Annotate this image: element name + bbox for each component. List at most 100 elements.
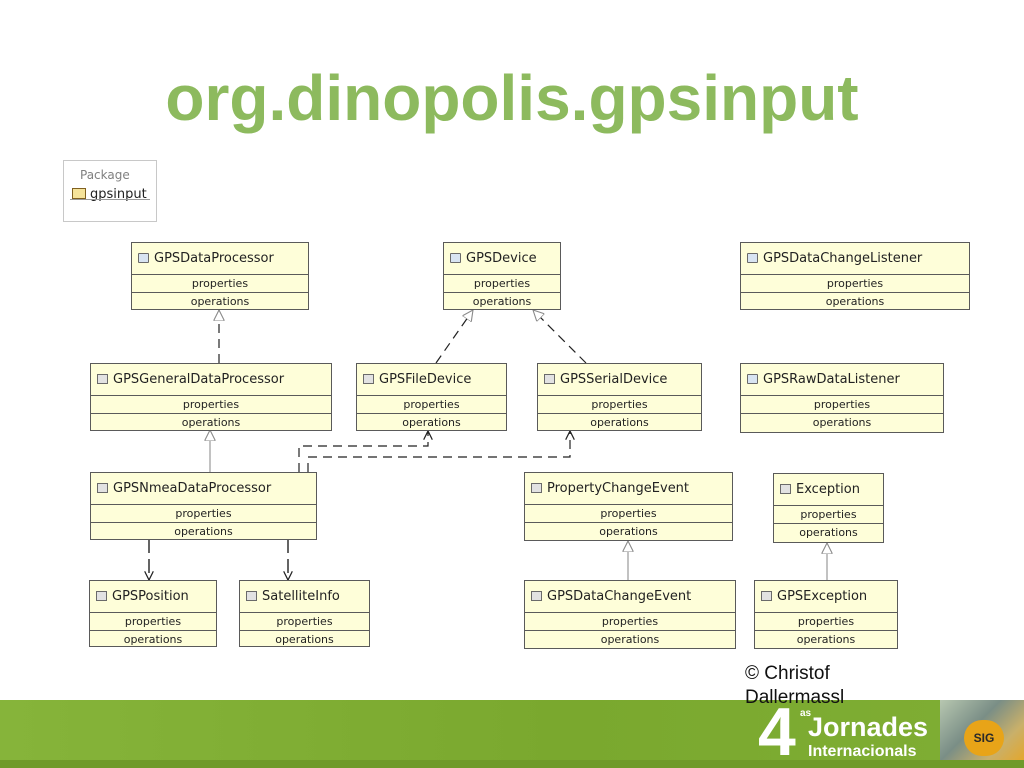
copyright-notice: © Christof Dallermassl (745, 663, 845, 708)
class-name: Exception (796, 482, 860, 497)
class-operations: operations (812, 416, 872, 429)
class-icon (363, 373, 374, 384)
class-box-gpsnmeadataprocessor: GPSNmeaDataProcessor properties operatio… (90, 472, 317, 540)
class-properties: properties (525, 613, 735, 631)
class-properties: properties (525, 505, 732, 523)
folder-icon (72, 188, 86, 199)
class-icon (96, 590, 107, 601)
class-properties: properties (444, 275, 560, 293)
class-operations: operations (174, 525, 233, 538)
class-box-gpsgeneraldataprocessor: GPSGeneralDataProcessor properties opera… (90, 363, 332, 431)
package-label: Package (80, 168, 130, 182)
class-name: GPSNmeaDataProcessor (113, 481, 272, 496)
class-operations: operations (600, 633, 660, 646)
class-header: PropertyChangeEvent (525, 473, 732, 505)
class-box-gpsexception: GPSException properties operations (754, 580, 898, 649)
class-header: GPSNmeaDataProcessor (91, 473, 316, 505)
class-icon (97, 482, 108, 493)
class-operations: operations (181, 416, 241, 429)
class-operations: operations (799, 526, 858, 539)
realization-serial-to-device (533, 310, 587, 364)
package-name: gpsinput (72, 187, 147, 202)
class-operations: operations (590, 416, 649, 429)
class-name: GPSDataProcessor (154, 251, 274, 266)
class-properties: properties (357, 396, 506, 414)
class-name: GPSSerialDevice (560, 372, 668, 387)
package-box: Package gpsinput (63, 160, 157, 222)
class-header: GPSDataProcessor (132, 243, 308, 275)
class-header: GPSException (755, 581, 897, 613)
page-title: org.dinopolis.gpsinput (165, 62, 859, 134)
class-properties: properties (91, 505, 316, 523)
package-name-text: gpsinput (90, 187, 147, 202)
class-operations: operations (402, 416, 461, 429)
dependency-nmea-to-file (298, 431, 428, 472)
class-name: GPSPosition (112, 589, 189, 604)
class-icon (531, 590, 542, 601)
class-properties: properties (741, 275, 969, 293)
class-box-gpsserialdevice: GPSSerialDevice properties operations (537, 363, 702, 431)
interface-icon (747, 252, 758, 263)
package-rule (70, 199, 150, 200)
class-header: GPSSerialDevice (538, 364, 701, 396)
class-icon (780, 483, 791, 494)
class-header: GPSFileDevice (357, 364, 506, 396)
class-name: GPSGeneralDataProcessor (113, 372, 285, 387)
class-name: SatelliteInfo (262, 589, 340, 604)
class-name: GPSDataChangeEvent (547, 589, 692, 604)
logo-line2: Internacionals (808, 743, 917, 760)
class-header: GPSDataChangeListener (741, 243, 969, 275)
interface-icon (747, 373, 758, 384)
class-box-satelliteinfo: SatelliteInfo properties operations (239, 580, 370, 647)
sig-badge: SIG (964, 720, 1004, 756)
logo-superscript: as (800, 708, 812, 719)
class-properties: properties (90, 613, 216, 631)
class-properties: properties (741, 396, 943, 414)
realization-file-to-device (435, 310, 473, 364)
class-box-gpsdevice: GPSDevice properties operations (443, 242, 561, 310)
class-box-gpsrawdatalistener: GPSRawDataListener properties operations (740, 363, 944, 433)
class-properties: properties (774, 506, 883, 524)
class-name: GPSException (777, 589, 868, 604)
class-operations: operations (123, 633, 183, 646)
class-header: GPSGeneralDataProcessor (91, 364, 331, 396)
class-properties: properties (91, 396, 331, 414)
class-properties: properties (240, 613, 369, 631)
class-operations: operations (472, 295, 532, 308)
class-box-propertychangeevent: PropertyChangeEvent properties operation… (524, 472, 733, 541)
footer-banner: 4 as Jornades Internacionals SIG (0, 700, 1024, 768)
class-operations: operations (825, 295, 885, 308)
class-operations: operations (796, 633, 856, 646)
class-icon (544, 373, 555, 384)
class-operations: operations (275, 633, 334, 646)
class-icon (761, 590, 772, 601)
class-properties: properties (755, 613, 897, 631)
class-icon (97, 373, 108, 384)
class-box-gpsposition: GPSPosition properties operations (89, 580, 217, 647)
class-box-gpsdatachangeevent: GPSDataChangeEvent properties operations (524, 580, 736, 649)
logo-number: 4 (758, 700, 796, 768)
class-box-gpsdataprocessor: GPSDataProcessor properties operations (131, 242, 309, 310)
interface-icon (138, 252, 149, 263)
class-header: Exception (774, 474, 883, 506)
class-name: GPSFileDevice (379, 372, 472, 387)
class-header: GPSPosition (90, 581, 216, 613)
class-icon (246, 590, 257, 601)
class-operations: operations (190, 295, 250, 308)
footer-band (0, 760, 1024, 768)
class-header: SatelliteInfo (240, 581, 369, 613)
class-properties: properties (538, 396, 701, 414)
class-header: GPSDevice (444, 243, 560, 275)
class-header: GPSRawDataListener (741, 364, 943, 396)
class-properties: properties (132, 275, 308, 293)
class-box-exception: Exception properties operations (773, 473, 884, 543)
class-icon (531, 482, 542, 493)
class-name: GPSRawDataListener (763, 372, 900, 387)
class-name: PropertyChangeEvent (547, 481, 690, 496)
class-name: GPSDataChangeListener (763, 251, 923, 266)
class-box-gpsdatachangelistener: GPSDataChangeListener properties operati… (740, 242, 970, 310)
dependency-nmea-to-serial (307, 431, 570, 472)
class-operations: operations (599, 525, 658, 538)
class-box-gpsfiledevice: GPSFileDevice properties operations (356, 363, 507, 431)
class-name: GPSDevice (466, 251, 537, 266)
